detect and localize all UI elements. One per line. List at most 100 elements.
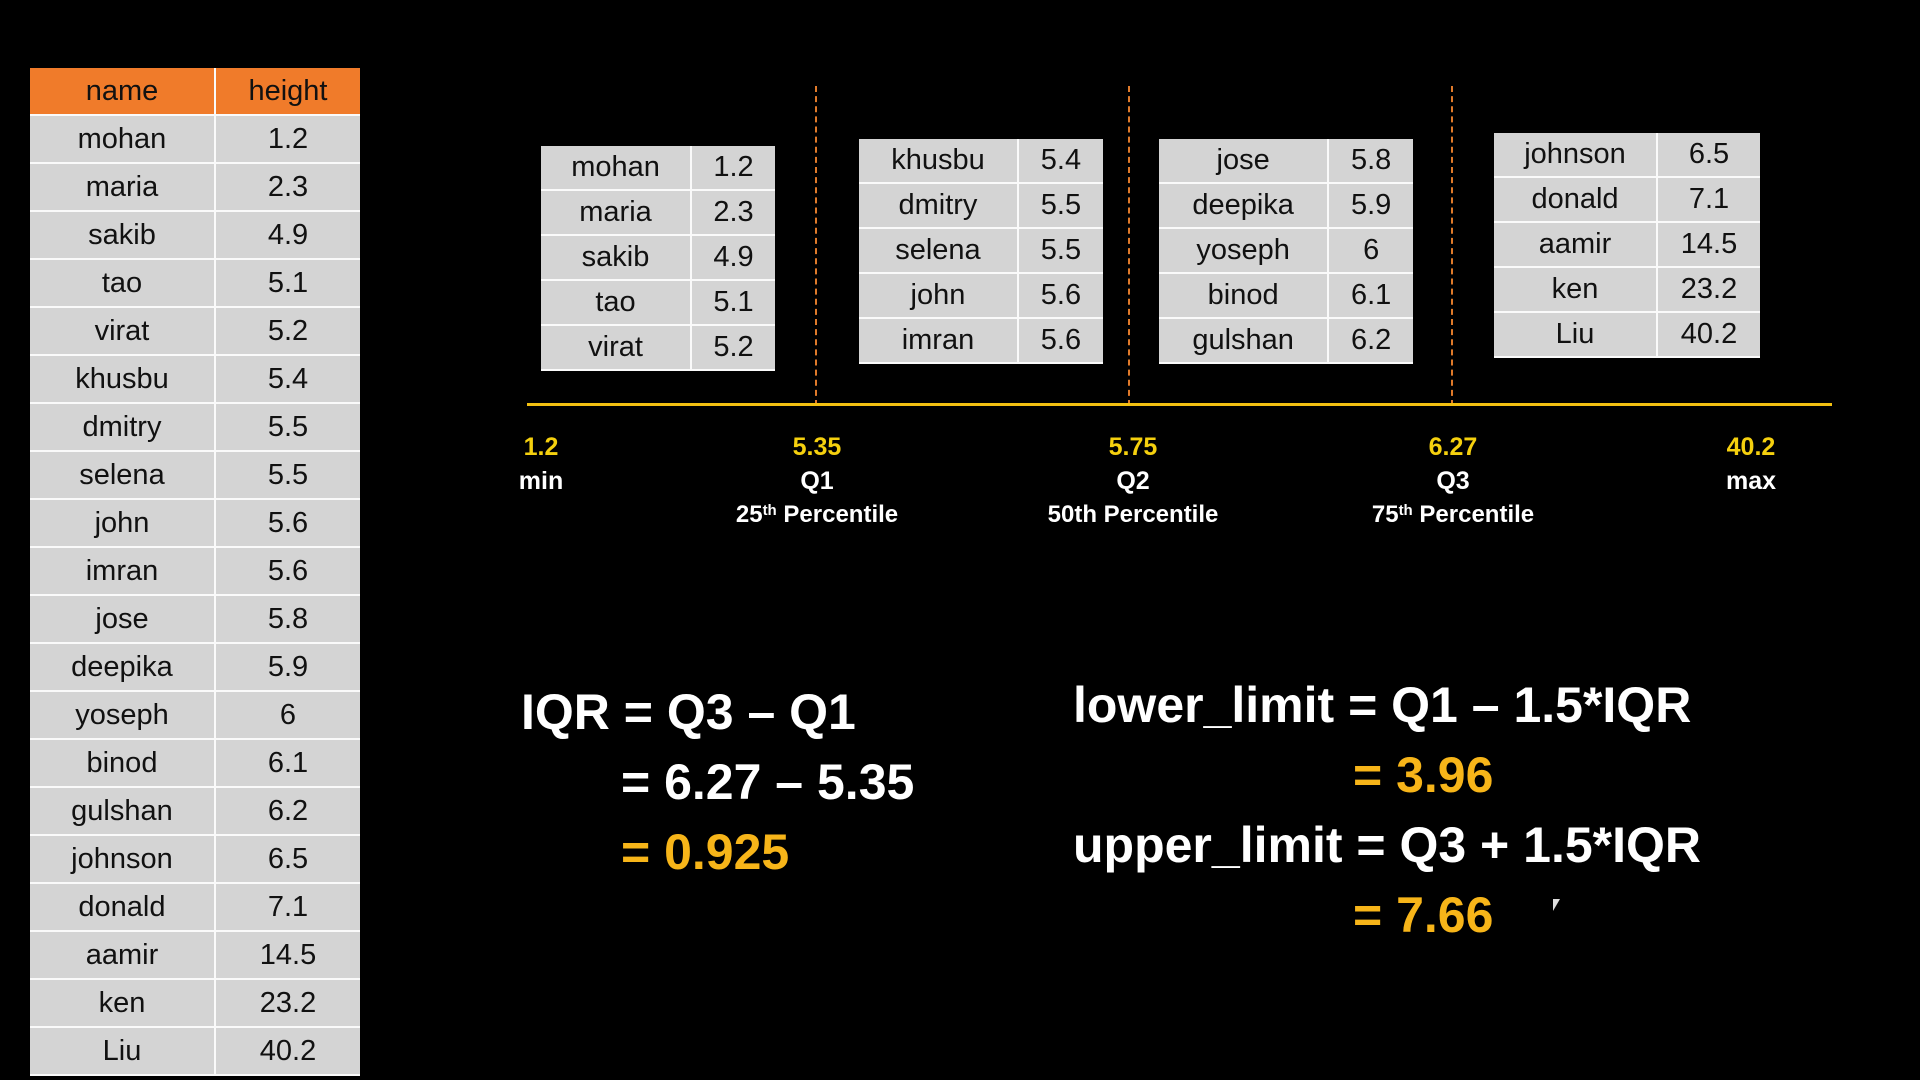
name-cell: mohan bbox=[30, 115, 216, 164]
q2-divider-line bbox=[1128, 86, 1130, 406]
height-cell: 6.1 bbox=[1328, 273, 1413, 319]
number-line bbox=[527, 403, 1832, 406]
name-cell: john bbox=[859, 273, 1019, 319]
height-cell: 7.1 bbox=[1657, 177, 1760, 223]
height-cell: 5.9 bbox=[1328, 183, 1413, 229]
name-cell: sakib bbox=[30, 211, 216, 260]
axis-max-label: 40.2 max bbox=[1631, 430, 1871, 498]
table-header-row: name height bbox=[30, 68, 360, 116]
q3-percentile: 75th Percentile bbox=[1371, 501, 1535, 528]
name-cell: jose bbox=[30, 595, 216, 644]
iqr-result: = 0.925 bbox=[621, 824, 790, 880]
name-cell: donald bbox=[1494, 177, 1658, 223]
name-cell: yoseph bbox=[30, 691, 216, 740]
height-cell: 1.2 bbox=[691, 146, 775, 191]
q1-percentile: 25th Percentile bbox=[735, 501, 899, 528]
height-cell: 5.4 bbox=[1017, 139, 1103, 184]
column-header-name: name bbox=[30, 68, 216, 116]
name-cell: mohan bbox=[541, 146, 693, 191]
height-cell: 5.2 bbox=[214, 307, 360, 356]
name-cell: aamir bbox=[30, 931, 216, 980]
height-cell: 6.2 bbox=[1328, 318, 1413, 364]
height-cell: 5.5 bbox=[1017, 183, 1103, 229]
height-cell: 6.1 bbox=[214, 739, 360, 788]
name-cell: virat bbox=[30, 307, 216, 356]
q3-name: Q3 bbox=[1436, 467, 1470, 495]
column-header-height: height bbox=[214, 68, 360, 116]
height-cell: 5.1 bbox=[214, 259, 360, 308]
height-cell: 40.2 bbox=[214, 1027, 360, 1076]
name-cell: donald bbox=[30, 883, 216, 932]
name-cell: imran bbox=[30, 547, 216, 596]
height-cell: 6 bbox=[214, 691, 360, 740]
lower-limit-result: = 3.96 bbox=[1353, 747, 1494, 803]
axis-q2-label: 5.75 Q2 50th Percentile bbox=[1013, 430, 1253, 532]
name-cell: tao bbox=[30, 259, 216, 308]
height-cell: 5.6 bbox=[1017, 318, 1103, 364]
height-cell: 14.5 bbox=[214, 931, 360, 980]
name-cell: virat bbox=[541, 325, 693, 371]
name-cell: imran bbox=[859, 318, 1019, 364]
height-cell: 5.5 bbox=[214, 451, 360, 500]
name-cell: binod bbox=[1159, 273, 1330, 319]
upper-limit-formula: upper_limit = Q3 + 1.5*IQR bbox=[1073, 817, 1702, 873]
name-cell: maria bbox=[30, 163, 216, 212]
q2-name: Q2 bbox=[1116, 467, 1150, 495]
name-cell: deepika bbox=[30, 643, 216, 692]
height-cell: 5.4 bbox=[214, 355, 360, 404]
mouse-cursor-icon bbox=[1553, 899, 1565, 911]
name-cell: john bbox=[30, 499, 216, 548]
name-cell: maria bbox=[541, 190, 693, 236]
height-cell: 5.6 bbox=[214, 499, 360, 548]
max-value: 40.2 bbox=[1726, 433, 1776, 461]
height-cell: 4.9 bbox=[214, 211, 360, 260]
height-cell: 5.2 bbox=[691, 325, 775, 371]
lower-limit-formula: lower_limit = Q1 – 1.5*IQR bbox=[1073, 677, 1692, 733]
height-cell: 14.5 bbox=[1657, 222, 1760, 268]
axis-min-label: 1.2 min bbox=[421, 430, 661, 498]
name-cell: gulshan bbox=[30, 787, 216, 836]
name-cell: gulshan bbox=[1159, 318, 1330, 364]
name-cell: johnson bbox=[30, 835, 216, 884]
height-cell: 5.6 bbox=[214, 547, 360, 596]
name-cell: johnson bbox=[1494, 133, 1658, 178]
name-cell: selena bbox=[859, 228, 1019, 274]
min-name: min bbox=[518, 467, 564, 495]
q1-value: 5.35 bbox=[792, 433, 842, 461]
q3-divider-line bbox=[1451, 86, 1453, 406]
height-cell: 6.5 bbox=[1657, 133, 1760, 178]
height-cell: 1.2 bbox=[214, 115, 360, 164]
axis-q3-label: 6.27 Q3 75th Percentile bbox=[1333, 430, 1573, 532]
height-cell: 7.1 bbox=[214, 883, 360, 932]
